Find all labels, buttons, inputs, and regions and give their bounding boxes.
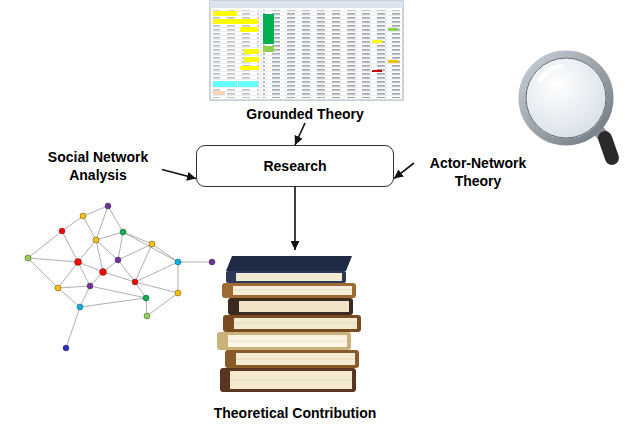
network-graph bbox=[25, 203, 215, 351]
connector-arrow bbox=[394, 163, 414, 179]
connector-arrow bbox=[295, 123, 305, 145]
source-picture-label: Grounded Theory bbox=[205, 2, 405, 123]
spreadsheet-screenshot bbox=[210, 1, 403, 100]
node-label: Research bbox=[263, 157, 326, 175]
outcome-label: Theoretical Contribution bbox=[190, 250, 400, 422]
node-label: Theoretical Contribution bbox=[214, 404, 377, 422]
book-stack bbox=[217, 256, 361, 392]
connector-arrow bbox=[162, 170, 196, 179]
method-label: Actor-Network Theory bbox=[414, 154, 542, 190]
process-box: Research bbox=[196, 145, 394, 187]
method-label: Social Network Analysis bbox=[34, 148, 162, 184]
node-label: Social Network Analysis bbox=[34, 148, 162, 184]
connector-arrow bbox=[294, 187, 296, 250]
node-label: Actor-Network Theory bbox=[414, 154, 542, 190]
magnifying-glass bbox=[522, 54, 612, 158]
node-label: Grounded Theory bbox=[246, 105, 363, 123]
